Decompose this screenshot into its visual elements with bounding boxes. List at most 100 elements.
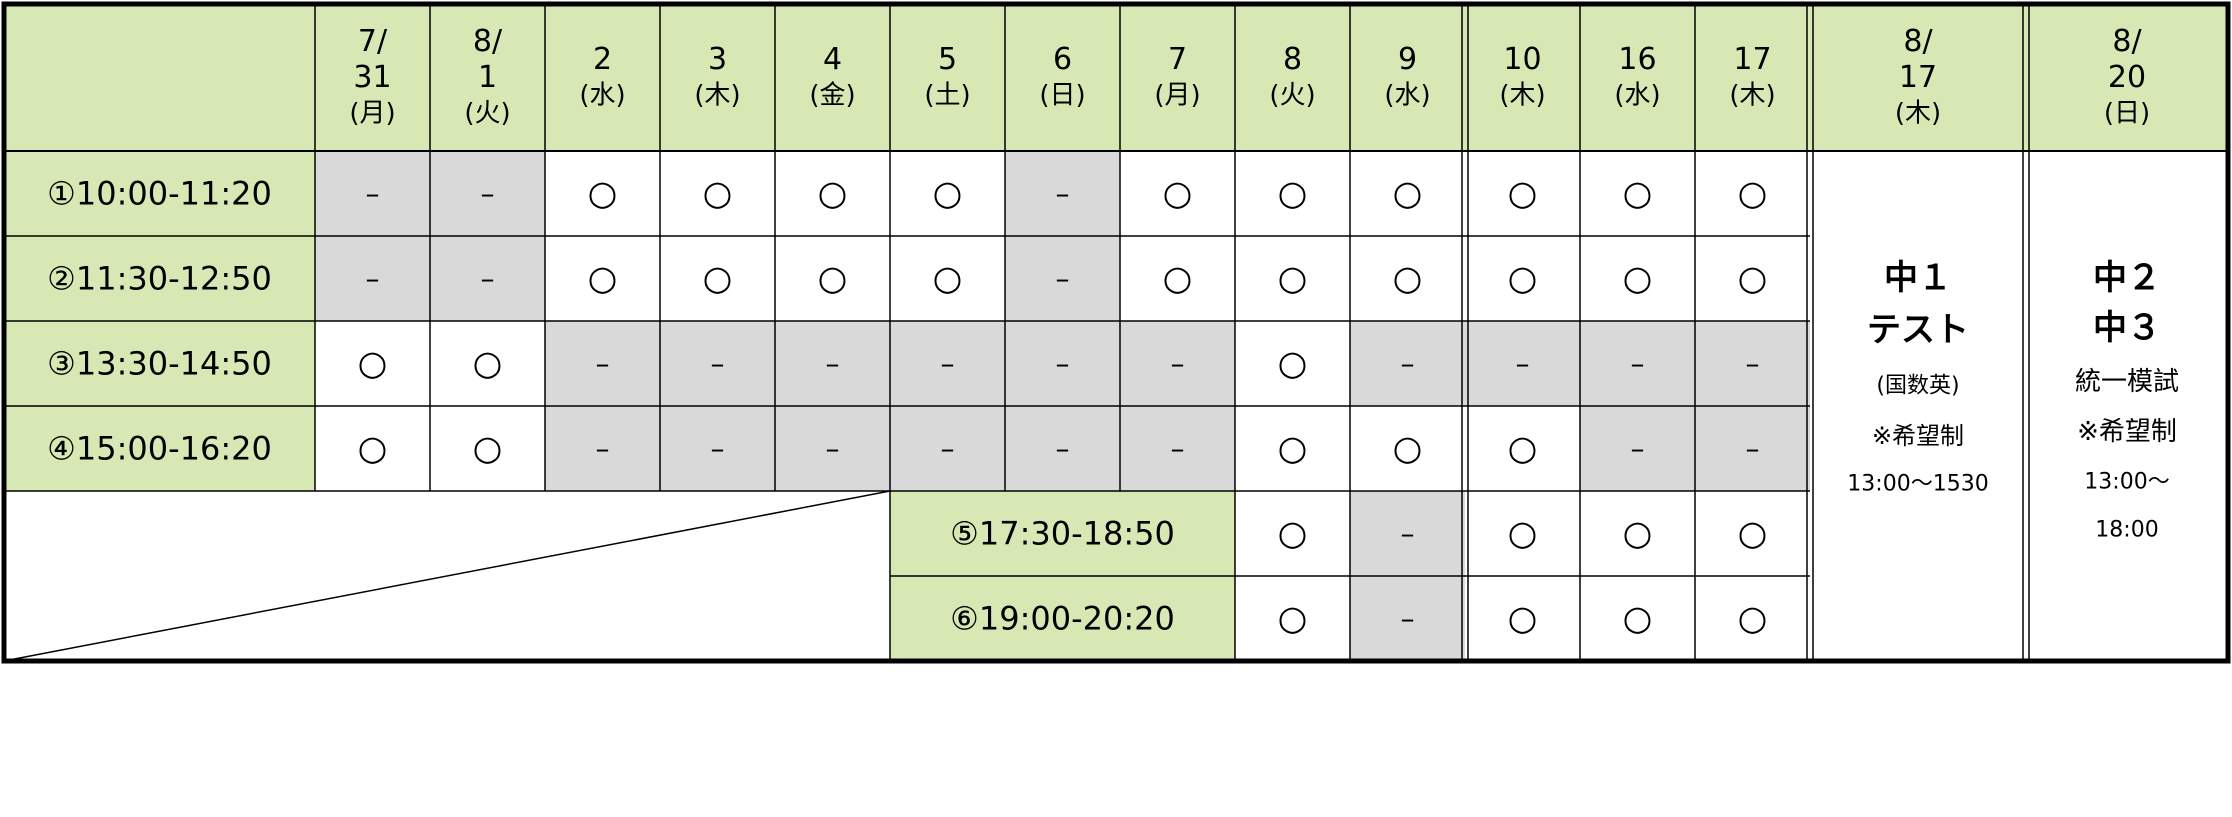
slot-cell xyxy=(545,406,660,491)
slot-cell xyxy=(1235,321,1350,406)
slot-cell xyxy=(315,321,430,406)
availability-mark: ○ xyxy=(1738,514,1768,554)
availability-mark: – xyxy=(1401,347,1415,380)
availability-mark: ○ xyxy=(1508,429,1538,469)
header-date-line: (月) xyxy=(349,99,395,129)
slot-cell xyxy=(1465,576,1580,661)
availability-mark: – xyxy=(1401,602,1415,635)
special-event-line: 18:00 xyxy=(2095,518,2158,543)
header-date-line: (木) xyxy=(1499,81,1545,111)
availability-mark: ○ xyxy=(1623,174,1653,214)
header-date-line: (水) xyxy=(1384,81,1430,111)
header-date-line: 6 xyxy=(1053,42,1072,77)
slot-cell xyxy=(1350,151,1465,236)
slot-label: ⑤17:30-18:50 xyxy=(950,515,1175,553)
slot-cell xyxy=(1005,321,1120,406)
availability-mark: ○ xyxy=(1163,259,1193,299)
slot-cell xyxy=(775,151,890,236)
slot-cell xyxy=(545,321,660,406)
slot-cell xyxy=(1005,406,1120,491)
special-event-line: 統一模試 xyxy=(2075,367,2179,397)
availability-mark: ○ xyxy=(1278,429,1308,469)
header-date-line: (水) xyxy=(1614,81,1660,111)
availability-mark: ○ xyxy=(1508,514,1538,554)
slot-cell xyxy=(1695,321,1810,406)
availability-mark: ○ xyxy=(933,259,963,299)
slot-cell xyxy=(430,406,545,491)
header-date-line: 1 xyxy=(478,60,497,95)
availability-mark: – xyxy=(1056,262,1070,295)
special-event-line: 13:00～1530 xyxy=(1847,472,1988,497)
slot-cell xyxy=(545,236,660,321)
availability-mark: ○ xyxy=(1278,344,1308,384)
slot-cell xyxy=(1580,151,1695,236)
special-event-line: 中２ xyxy=(2093,258,2161,298)
slot-cell xyxy=(890,321,1005,406)
availability-mark: ○ xyxy=(473,429,503,469)
availability-mark: – xyxy=(596,432,610,465)
slot-label-cell xyxy=(4,151,315,236)
header-date-line: 4 xyxy=(823,42,842,77)
slot-cell xyxy=(1005,236,1120,321)
availability-mark: ○ xyxy=(1738,259,1768,299)
slot-cell xyxy=(1350,576,1465,661)
slot-cell xyxy=(1695,491,1810,576)
special-event-line: ※希望制 xyxy=(2077,417,2177,447)
header-date-line: 10 xyxy=(1503,42,1541,77)
header-date-line: 17 xyxy=(1733,42,1771,77)
header-date-line: (金) xyxy=(809,81,855,111)
availability-mark: ○ xyxy=(1623,514,1653,554)
slot-cell xyxy=(1235,236,1350,321)
slot-cell xyxy=(890,151,1005,236)
header-date-line: 2 xyxy=(593,42,612,77)
slot-label: ③13:30-14:50 xyxy=(47,345,272,383)
slot-cell xyxy=(1465,151,1580,236)
special-event-cell xyxy=(2026,151,2228,661)
slot-cell xyxy=(1120,236,1235,321)
availability-mark: – xyxy=(1516,347,1530,380)
availability-mark: ○ xyxy=(1508,174,1538,214)
slot-label-cell xyxy=(890,576,1235,661)
availability-mark: ○ xyxy=(1393,259,1423,299)
availability-mark: – xyxy=(1631,432,1645,465)
availability-mark: – xyxy=(1171,347,1185,380)
header-date-line: 3 xyxy=(708,42,727,77)
slot-label: ④15:00-16:20 xyxy=(47,430,272,468)
slot-cell xyxy=(1005,151,1120,236)
slot-cell xyxy=(430,236,545,321)
slot-cell xyxy=(660,151,775,236)
availability-mark: – xyxy=(481,177,495,210)
availability-mark: – xyxy=(826,347,840,380)
availability-mark: – xyxy=(711,347,725,380)
availability-mark: ○ xyxy=(588,259,618,299)
slot-cell xyxy=(430,151,545,236)
slot-cell xyxy=(660,321,775,406)
slot-label: ①10:00-11:20 xyxy=(47,175,272,213)
availability-mark: ○ xyxy=(703,174,733,214)
availability-mark: ○ xyxy=(1278,259,1308,299)
availability-mark: – xyxy=(481,262,495,295)
availability-mark: ○ xyxy=(818,174,848,214)
slot-cell xyxy=(1120,151,1235,236)
header-date-line: (木) xyxy=(1729,81,1775,111)
slot-cell xyxy=(1350,321,1465,406)
availability-mark: – xyxy=(1746,347,1760,380)
special-event-cell xyxy=(1810,151,2026,661)
slot-cell xyxy=(1465,236,1580,321)
header-date-line: (火) xyxy=(464,99,510,129)
diagonal-line xyxy=(3,490,891,662)
slot-cell xyxy=(315,151,430,236)
availability-mark: – xyxy=(1056,177,1070,210)
slot-cell xyxy=(1580,406,1695,491)
slot-cell xyxy=(1235,406,1350,491)
slot-cell xyxy=(890,406,1005,491)
slot-label: ②11:30-12:50 xyxy=(47,260,272,298)
header-date-line: 8/ xyxy=(2112,24,2142,59)
slot-cell xyxy=(1120,406,1235,491)
slot-cell xyxy=(775,236,890,321)
availability-mark: ○ xyxy=(1278,599,1308,639)
slot-cell xyxy=(1350,491,1465,576)
availability-mark: – xyxy=(1631,347,1645,380)
availability-mark: ○ xyxy=(1278,174,1308,214)
